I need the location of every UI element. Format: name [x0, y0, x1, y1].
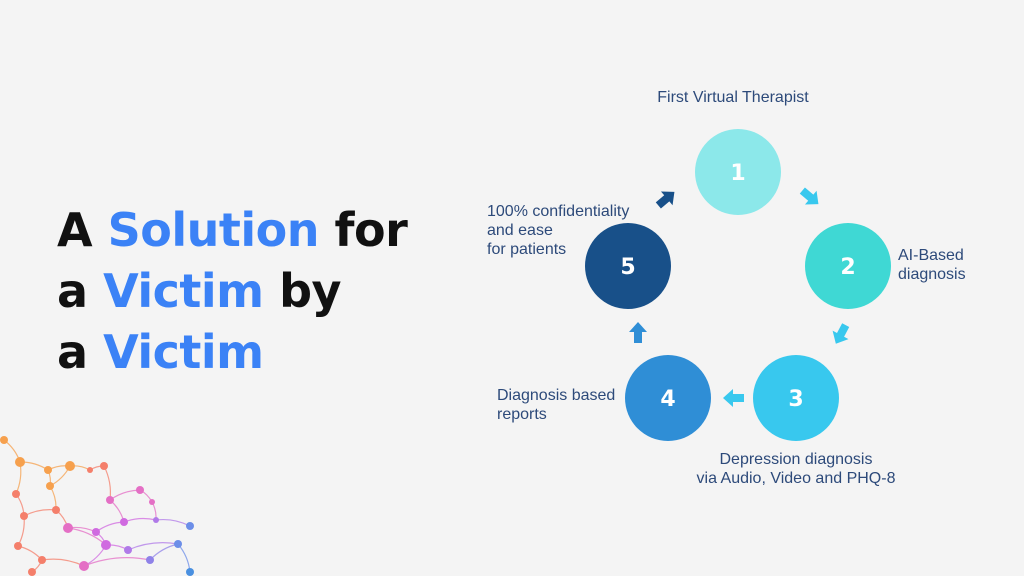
network-link: [103, 465, 112, 501]
network-dot: [79, 561, 89, 571]
network-link: [123, 517, 157, 523]
network-dot: [52, 506, 60, 514]
caption-line: reports: [497, 406, 547, 423]
cycle-arrow-3: [723, 389, 744, 407]
network-link: [127, 542, 179, 551]
network-dot: [120, 518, 128, 526]
step-number-2: 2: [840, 255, 855, 280]
caption-line: diagnosis: [898, 266, 966, 283]
network-link: [155, 518, 191, 527]
network-dot: [136, 486, 144, 494]
network-link: [177, 543, 191, 573]
step-circle-3: [753, 355, 839, 441]
step-number-1: 1: [730, 161, 745, 186]
caption-line: Depression diagnosis: [720, 451, 873, 468]
network-dot: [186, 522, 194, 530]
cycle-arrow-1: [799, 187, 819, 205]
headline-line-3: a Victim: [57, 325, 264, 379]
network-dot: [174, 540, 182, 548]
network-dot: [15, 457, 25, 467]
step-caption-depression-diagnosis: Depression diagnosis via Audio, Video and…: [697, 451, 896, 487]
headline-line-1: A Solution for: [57, 203, 408, 257]
step-circle-4: [625, 355, 711, 441]
network-link: [17, 515, 25, 547]
step-node-2: 2: [805, 223, 891, 309]
network-link: [83, 557, 151, 567]
caption-line: via Audio, Video and PHQ-8: [697, 470, 896, 487]
caption-line: for patients: [487, 241, 566, 258]
step-caption-first-virtual-therapist: First Virtual Therapist: [657, 89, 809, 106]
network-link: [23, 509, 57, 517]
network-dot: [38, 556, 46, 564]
headline-line-2: a Victim by: [57, 264, 342, 318]
network-dot: [153, 517, 159, 523]
caption-line: First Virtual Therapist: [657, 89, 809, 106]
step-number-4: 4: [660, 387, 675, 412]
network-dot: [124, 546, 132, 554]
network-dot: [0, 436, 8, 444]
caption-line: 100% confidentiality: [487, 203, 629, 220]
network-dot: [46, 482, 54, 490]
network-dot: [65, 461, 75, 471]
headline-highlight-solution: Solution: [107, 203, 320, 257]
network-dot: [92, 528, 100, 536]
step-circle-2: [805, 223, 891, 309]
network-link: [109, 489, 141, 501]
cycle-arrow-4: [629, 322, 647, 343]
network-dot: [101, 540, 111, 550]
network-dot: [87, 467, 93, 473]
network-dot: [186, 568, 194, 576]
step-node-1: 1: [695, 129, 781, 215]
network-link: [41, 558, 85, 567]
network-decoration: [0, 436, 194, 576]
step-number-5: 5: [620, 255, 635, 280]
caption-line: AI-Based: [898, 247, 964, 264]
step-circle-5: [585, 223, 671, 309]
network-dot: [14, 542, 22, 550]
cycle-nodes: 1 2 3 4 5: [585, 129, 891, 441]
network-dots: [0, 436, 194, 576]
caption-line: Diagnosis based: [497, 387, 615, 404]
network-dot: [12, 490, 20, 498]
network-link: [95, 521, 125, 533]
network-dot: [100, 462, 108, 470]
step-node-4: 4: [625, 355, 711, 441]
network-dot: [28, 568, 36, 576]
caption-line: and ease: [487, 222, 553, 239]
step-node-3: 3: [753, 355, 839, 441]
cycle-arrows: [629, 187, 850, 407]
step-caption-ai-based-diagnosis: AI-Based diagnosis: [898, 247, 966, 283]
network-links: [3, 439, 191, 573]
network-dot: [146, 556, 154, 564]
step-caption-confidentiality: 100% confidentiality and ease for patients: [487, 203, 629, 258]
step-node-5: 5: [585, 223, 671, 309]
step-caption-diagnosis-reports: Diagnosis based reports: [497, 387, 615, 423]
headline: A Solution for a Victim by a Victim: [57, 200, 408, 383]
network-dot: [20, 512, 28, 520]
step-circle-1: [695, 129, 781, 215]
network-dot: [44, 466, 52, 474]
cycle-arrow-2: [832, 323, 850, 344]
cycle-arrow-5: [655, 191, 675, 209]
headline-highlight-victim-2: Victim: [103, 325, 264, 379]
network-dot: [149, 499, 155, 505]
headline-highlight-victim-1: Victim: [103, 264, 264, 318]
network-dot: [63, 523, 73, 533]
step-number-3: 3: [788, 387, 803, 412]
network-link: [17, 545, 43, 561]
network-dot: [106, 496, 114, 504]
network-link: [149, 543, 179, 561]
